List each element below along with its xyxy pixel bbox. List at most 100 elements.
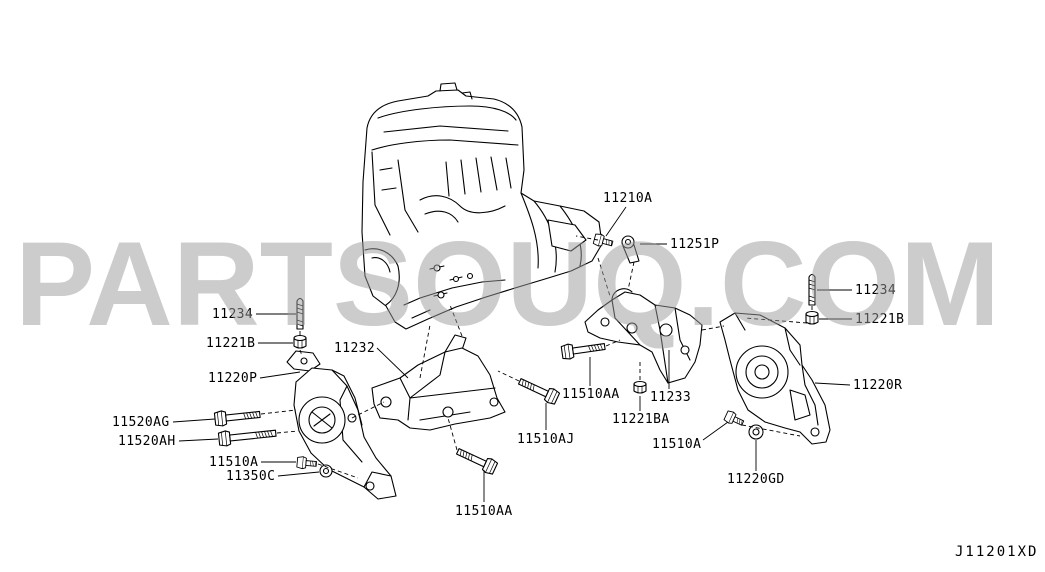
bolt-threads xyxy=(736,417,743,426)
callout-11234-left[interactable]: 11234 xyxy=(212,307,253,322)
callout-11220gd[interactable]: 11220GD xyxy=(727,472,785,487)
nut-11221b-left xyxy=(293,334,307,349)
bracket-11232 xyxy=(371,334,506,431)
engine-outline xyxy=(361,89,603,330)
callout-11251p[interactable]: 11251P xyxy=(670,237,719,252)
callout-11221b-right[interactable]: 11221B xyxy=(855,312,904,327)
nut-top xyxy=(293,334,307,342)
bracket-fold-lines xyxy=(399,351,496,421)
callout-11520ah[interactable]: 11520AH xyxy=(118,434,176,449)
stud-11234-right xyxy=(808,273,816,306)
bolt-head-edge xyxy=(221,430,228,447)
bolt-threads xyxy=(606,239,612,246)
bolt-head-edge xyxy=(598,234,602,247)
rubber-bushing-outer xyxy=(735,345,789,399)
callout-11221ba[interactable]: 11221BA xyxy=(612,412,670,427)
callout-11220p[interactable]: 11220P xyxy=(208,371,257,386)
callout-11221b-left[interactable]: 11221B xyxy=(206,336,255,351)
bolt-head-edge xyxy=(547,388,558,404)
callout-11510a-right[interactable]: 11510A xyxy=(652,437,701,452)
engine-fitting xyxy=(433,264,441,272)
cylinder-head-line xyxy=(371,139,519,151)
engine-fitting xyxy=(437,291,445,299)
oil-pan-line xyxy=(403,279,506,319)
bracket-bolt-hole xyxy=(600,317,610,327)
engine-block-left-face xyxy=(371,151,419,236)
bracket-top-boss xyxy=(611,288,633,301)
bracket-bolt-hole xyxy=(489,397,499,407)
mount-plate-edges xyxy=(734,312,819,426)
insulator-mount-11220r xyxy=(719,312,831,445)
bracket-bolt-hole xyxy=(380,396,392,408)
bolt-shank xyxy=(601,238,614,247)
callout-11510a-left[interactable]: 11510A xyxy=(209,455,258,470)
mount-tab-hole xyxy=(300,357,308,365)
nut-11221ba xyxy=(633,380,647,394)
bolt-threads xyxy=(588,343,603,352)
bolt-threads xyxy=(309,460,317,467)
engine-fitting xyxy=(452,275,460,283)
callout-11233[interactable]: 11233 xyxy=(650,390,691,405)
assembly-dashed-lines xyxy=(260,235,813,479)
bolt-11520ah xyxy=(217,429,277,447)
watermark-text: PARTSOUQ.COM xyxy=(15,217,1000,351)
callout-11232[interactable]: 11232 xyxy=(334,341,375,356)
callout-labels: 11210A 11251P 11234 11221B 11220R 11233 … xyxy=(112,191,904,519)
callout-11510aa-bottom[interactable]: 11510AA xyxy=(455,504,513,519)
callout-11510aa-middle[interactable]: 11510AA xyxy=(562,387,620,402)
callout-11234-right[interactable]: 11234 xyxy=(855,283,896,298)
bolt-head-edge xyxy=(728,411,734,424)
bolt-head-edge xyxy=(302,456,304,469)
stud-threads xyxy=(808,279,816,303)
rubber-bushing-inner xyxy=(308,406,336,434)
diagram-code: J11201XD xyxy=(955,544,1038,560)
bolt-shank xyxy=(229,429,277,442)
transmission-mount-pad xyxy=(547,219,587,252)
callout-11220r[interactable]: 11220R xyxy=(853,378,902,393)
bolt-head-edge xyxy=(217,410,224,427)
callout-11210a[interactable]: 11210A xyxy=(603,191,652,206)
engine-fitting xyxy=(466,272,474,280)
rubber-bushing-core xyxy=(754,364,770,380)
oil-filler-cap xyxy=(439,82,473,100)
washer-hole xyxy=(322,467,330,475)
bolt-11520ag xyxy=(213,410,261,427)
bolt-11210a xyxy=(592,233,614,247)
callout-leader-lines xyxy=(172,206,852,502)
bracket-bolt-hole xyxy=(626,322,638,334)
bolt-threads xyxy=(255,430,273,439)
bracket-ring xyxy=(621,235,635,249)
callout-11520ag[interactable]: 11520AG xyxy=(112,415,170,430)
washer-outer xyxy=(319,464,333,478)
bracket-bolt-hole xyxy=(680,345,690,355)
intake-runner xyxy=(419,195,506,223)
stud-11234-left xyxy=(296,297,304,330)
bracket-ring-hole xyxy=(624,238,632,246)
bracket-bolt-hole xyxy=(659,323,673,337)
bracket-11251p xyxy=(621,235,640,264)
bolt-threads xyxy=(243,411,258,420)
callout-11510aj[interactable]: 11510AJ xyxy=(517,432,575,447)
mount-top-tab xyxy=(286,350,321,372)
bolt-head-edge xyxy=(485,458,496,474)
bolt-11510aj xyxy=(517,378,561,405)
bracket-plate xyxy=(371,347,506,431)
bolt-head-edge xyxy=(563,343,571,360)
bolt-shank xyxy=(225,410,261,422)
insulator-mount-11220p xyxy=(286,350,397,500)
mount-bolt-hole xyxy=(365,481,375,491)
nut-top xyxy=(633,380,647,388)
callout-11350c[interactable]: 11350C xyxy=(226,469,275,484)
bracket-11233 xyxy=(584,288,703,384)
bracket-bolt-hole xyxy=(442,406,454,418)
bolt-11510aa-bottom xyxy=(455,448,499,475)
rubber-bushing-inner xyxy=(745,355,779,389)
bolt-11510aa-middle xyxy=(560,343,606,360)
mount-bolt-hole xyxy=(810,427,820,437)
engine-assembly xyxy=(361,82,603,330)
rubber-bushing-core xyxy=(311,411,333,429)
nut-top xyxy=(805,310,819,318)
mount-slot xyxy=(789,389,811,421)
